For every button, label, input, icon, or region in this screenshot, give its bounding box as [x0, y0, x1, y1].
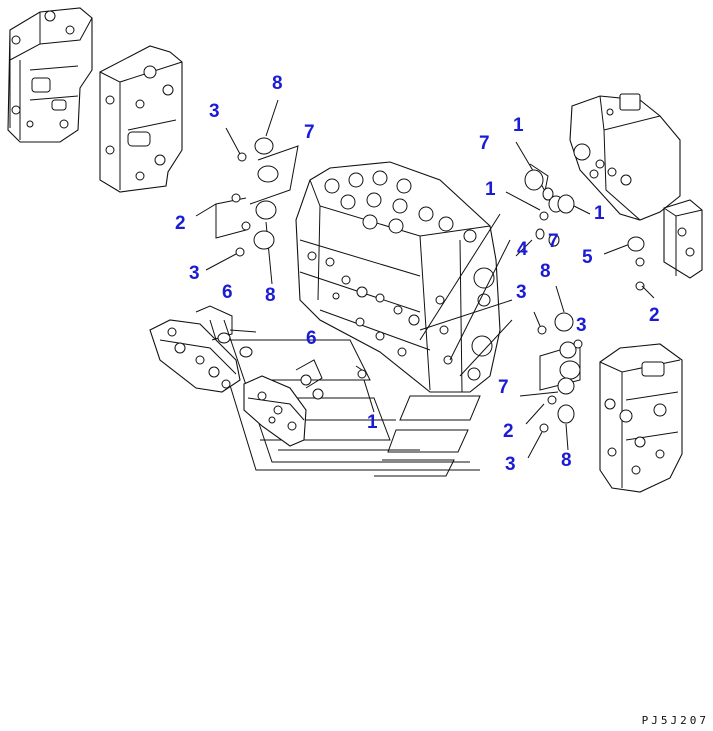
callout-3-top: 3 [209, 101, 220, 122]
callout-5: 5 [582, 247, 593, 268]
callout-8-left: 8 [265, 285, 276, 306]
valve-section-top-left [7, 7, 93, 143]
callout-6-upper: 6 [222, 282, 233, 303]
seal-group-right-upper [505, 141, 655, 299]
leader-lines [355, 213, 513, 413]
callout-6-lower: 6 [306, 328, 317, 349]
main-valve-block [295, 161, 501, 393]
end-cap-left-b [243, 359, 324, 447]
base-plate-outline [209, 319, 481, 477]
callout-3-left: 3 [189, 263, 200, 284]
callout-7-right-low: 7 [498, 377, 509, 398]
callout-4: 4 [517, 239, 528, 260]
seal-group-right-lower [519, 285, 583, 459]
callout-7-right-mid: 7 [548, 231, 559, 252]
callout-7-right-top: 7 [479, 133, 490, 154]
valve-section-right-lower [599, 343, 683, 493]
callout-2-right-low: 2 [503, 421, 514, 442]
callout-7-top: 7 [304, 122, 315, 143]
callout-3-right-b: 3 [576, 315, 587, 336]
seal-group-upper-left [195, 99, 299, 285]
callout-2-far-right: 2 [649, 305, 660, 326]
callout-3-right-a: 3 [516, 282, 527, 303]
plate-right [663, 199, 703, 279]
callout-1-right-mid: 1 [485, 179, 496, 200]
cover-top-right [569, 93, 681, 221]
callout-2-left: 2 [175, 213, 186, 234]
callout-8-right-low: 8 [561, 450, 572, 471]
drawing-code: PJ5J207 [641, 714, 709, 727]
callout-8-right: 8 [540, 261, 551, 282]
callout-1-right-top: 1 [513, 115, 524, 136]
callout-1-right-ring: 1 [594, 203, 605, 224]
callout-3-right-low: 3 [505, 454, 516, 475]
valve-section-left-2 [99, 45, 183, 193]
callout-8-top: 8 [272, 73, 283, 94]
end-cap-left-a [149, 305, 257, 393]
callout-1-center: 1 [367, 412, 378, 433]
